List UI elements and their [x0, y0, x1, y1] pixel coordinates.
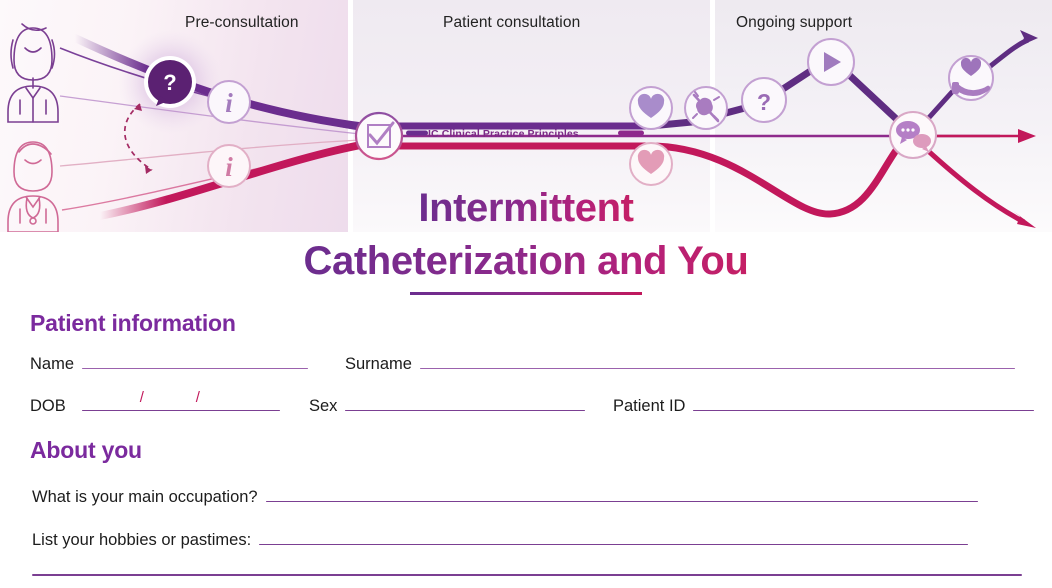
- phase-label-ongoing-support: Ongoing support: [736, 14, 853, 31]
- field-input-dob[interactable]: [81, 409, 280, 411]
- checkbox-tick-icon: [354, 111, 404, 161]
- field-input-hobbies-line2[interactable]: [32, 574, 1022, 576]
- svg-text:?: ?: [163, 70, 176, 95]
- svg-text:?: ?: [757, 89, 771, 115]
- section-heading-patient-information: Patient information: [30, 310, 236, 336]
- field-input-sex[interactable]: [345, 409, 586, 411]
- column-divider-1: [348, 0, 353, 232]
- heart-icon-purple: [629, 86, 673, 130]
- hand-holding-heart-icon: [948, 55, 994, 101]
- field-label-occupation: What is your main occupation?: [32, 488, 258, 506]
- info-icon-purple: i: [207, 80, 251, 124]
- journey-banner: Pre-consultation Patient consultation On…: [0, 0, 1052, 232]
- dob-separator-2: /: [195, 388, 200, 406]
- svg-text:i: i: [225, 152, 233, 182]
- field-input-hobbies[interactable]: [259, 543, 969, 545]
- field-dob[interactable]: DOB / /: [30, 389, 280, 416]
- field-name[interactable]: Name: [30, 355, 309, 374]
- heart-icon-pink: [629, 142, 673, 186]
- patient-illustration-art: [7, 23, 59, 123]
- field-label-sex: Sex: [309, 397, 338, 415]
- info-icon-pink: i: [207, 144, 251, 188]
- page-title-line1: Intermittent: [418, 182, 634, 235]
- question-speech-bubble-icon: ?: [144, 56, 196, 108]
- page-title-line2: Catheterization and You: [304, 235, 749, 288]
- field-label-name: Name: [30, 355, 75, 373]
- dob-separator-1: /: [139, 388, 144, 406]
- field-occupation[interactable]: What is your main occupation?: [32, 488, 978, 507]
- field-input-surname[interactable]: [419, 367, 1015, 369]
- field-input-occupation[interactable]: [265, 500, 978, 502]
- section-heading-about-you: About you: [30, 437, 142, 463]
- journey-pathway-graphic: ? i i: [7, 23, 1038, 232]
- clinician-illustration-art: [7, 141, 59, 232]
- field-label-dob: DOB: [30, 397, 66, 415]
- field-sex[interactable]: Sex: [309, 397, 586, 416]
- no-bacteria-icon: [684, 86, 728, 130]
- field-surname[interactable]: Surname: [345, 355, 1015, 374]
- question-mark-icon: ?: [741, 77, 787, 123]
- field-input-patient-id[interactable]: [693, 409, 1035, 411]
- play-video-icon: [807, 38, 855, 86]
- field-hobbies[interactable]: List your hobbies or pastimes:: [32, 531, 969, 550]
- pathway-principles-label: IC Clinical Practice Principles: [428, 128, 579, 140]
- phase-label-patient-consultation: Patient consultation: [443, 14, 581, 31]
- field-label-hobbies: List your hobbies or pastimes:: [32, 531, 252, 549]
- page-title: Intermittent Catheterization and You: [0, 182, 1052, 288]
- field-label-patient-id: Patient ID: [613, 397, 686, 415]
- speech-bubbles-icon: [889, 111, 937, 159]
- field-input-name[interactable]: [82, 367, 309, 369]
- svg-text:i: i: [225, 88, 233, 118]
- title-divider: [410, 292, 642, 295]
- field-label-surname: Surname: [345, 355, 412, 373]
- field-hobbies-continuation[interactable]: [32, 574, 1022, 576]
- field-patient-id[interactable]: Patient ID: [613, 397, 1035, 416]
- phase-label-pre-consultation: Pre-consultation: [185, 14, 299, 31]
